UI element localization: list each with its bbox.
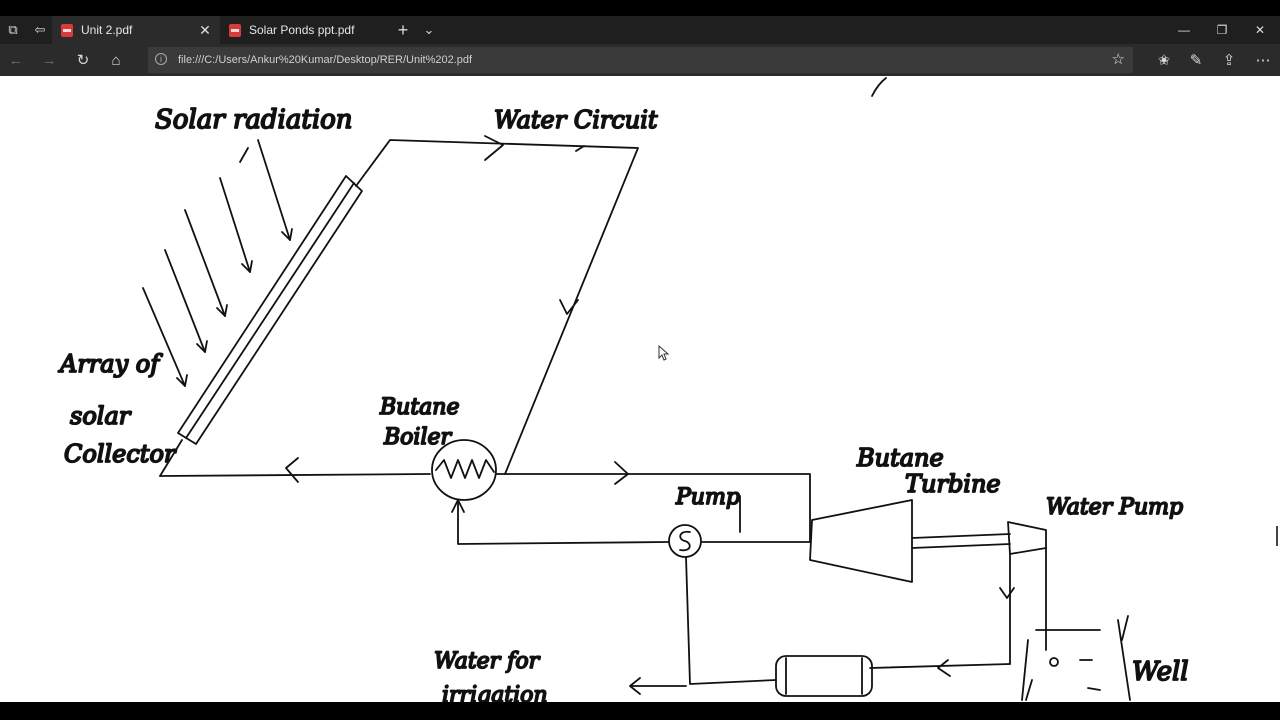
pdf-icon: [229, 23, 241, 37]
tab-strip: ⧉ ⇦ Unit 2.pdf ✕ Solar Ponds ppt.pdf + ⌄…: [0, 16, 1280, 44]
info-icon[interactable]: i: [155, 53, 167, 65]
chevron-down-icon[interactable]: ⌄: [423, 22, 435, 37]
water-circuit: [159, 135, 639, 483]
label-well: Well: [1132, 657, 1189, 687]
pdf-icon: [61, 23, 73, 37]
butane-turbine: [809, 499, 1011, 583]
label-solar: solar: [70, 402, 132, 430]
share-icon[interactable]: ⇪: [1222, 52, 1236, 69]
tab-label: Unit 2.pdf: [81, 23, 133, 37]
minimize-icon[interactable]: —: [1178, 23, 1190, 37]
favorite-star-icon[interactable]: ☆: [1111, 51, 1125, 68]
forward-icon[interactable]: →: [41, 51, 57, 69]
feed-pump: [668, 524, 702, 558]
label-solar-radiation: Solar radiation: [155, 105, 353, 135]
label-water-circuit: Water Circuit: [494, 106, 658, 134]
scrollbar-thumb[interactable]: [1276, 526, 1278, 546]
tab-unit2[interactable]: Unit 2.pdf ✕: [52, 16, 220, 44]
label-butane-turbine-2: Turbine: [905, 470, 1001, 498]
pdf-page: Solar radiation Water Circuit Array of s…: [0, 76, 1280, 702]
tab-solar-ponds[interactable]: Solar Ponds ppt.pdf: [220, 16, 388, 44]
butane-loop: [451, 461, 811, 545]
label-butane-boiler-1: Butane: [379, 395, 459, 420]
title-bar: [0, 0, 1280, 16]
butane-boiler: [431, 439, 497, 501]
close-window-icon[interactable]: ✕: [1254, 23, 1266, 37]
label-water-pump: Water Pump: [1046, 495, 1183, 520]
pen-icon[interactable]: ✎: [1189, 52, 1203, 69]
label-collector: Collector: [64, 440, 177, 468]
solar-pump-diagram: Solar radiation Water Circuit Array of s…: [57, 77, 1190, 702]
radiation-arrows: [142, 139, 293, 387]
mouse-cursor-icon: [658, 345, 670, 361]
back-icon[interactable]: ←: [8, 51, 24, 69]
tab-label: Solar Ponds ppt.pdf: [249, 23, 355, 37]
label-pump: Pump: [675, 485, 740, 510]
stray-stroke: [871, 77, 887, 97]
label-array-of: Array of: [58, 350, 163, 378]
refresh-icon[interactable]: ↻: [76, 52, 90, 69]
tab-actions-icon[interactable]: ⧉: [8, 22, 18, 37]
label-butane-turbine-1: Butane: [856, 444, 944, 472]
set-tabs-aside-icon[interactable]: ⇦: [34, 22, 46, 37]
label-water-for: Water for: [434, 649, 541, 674]
bottom-letterbox: [0, 702, 1280, 720]
solar-collector: [177, 175, 363, 445]
restore-icon[interactable]: ❐: [1216, 23, 1228, 37]
url-text: file:///C:/Users/Ankur%20Kumar/Desktop/R…: [178, 54, 473, 66]
address-bar[interactable]: i file:///C:/Users/Ankur%20Kumar/Desktop…: [148, 47, 1133, 73]
return-line: [629, 556, 1011, 697]
new-tab-icon[interactable]: +: [397, 19, 409, 40]
close-tab-icon[interactable]: ✕: [199, 22, 211, 38]
navigation-bar: ← → ↻ ⌂ i file:///C:/Users/Ankur%20Kumar…: [0, 44, 1280, 76]
more-icon[interactable]: ⋯: [1255, 52, 1271, 69]
favorites-list-icon[interactable]: ✬: [1157, 52, 1171, 69]
home-icon[interactable]: ⌂: [111, 51, 121, 69]
water-pump-unit: [999, 521, 1131, 701]
label-butane-boiler-2: Boiler: [383, 425, 453, 450]
label-irrigation: irrigation: [442, 683, 548, 702]
